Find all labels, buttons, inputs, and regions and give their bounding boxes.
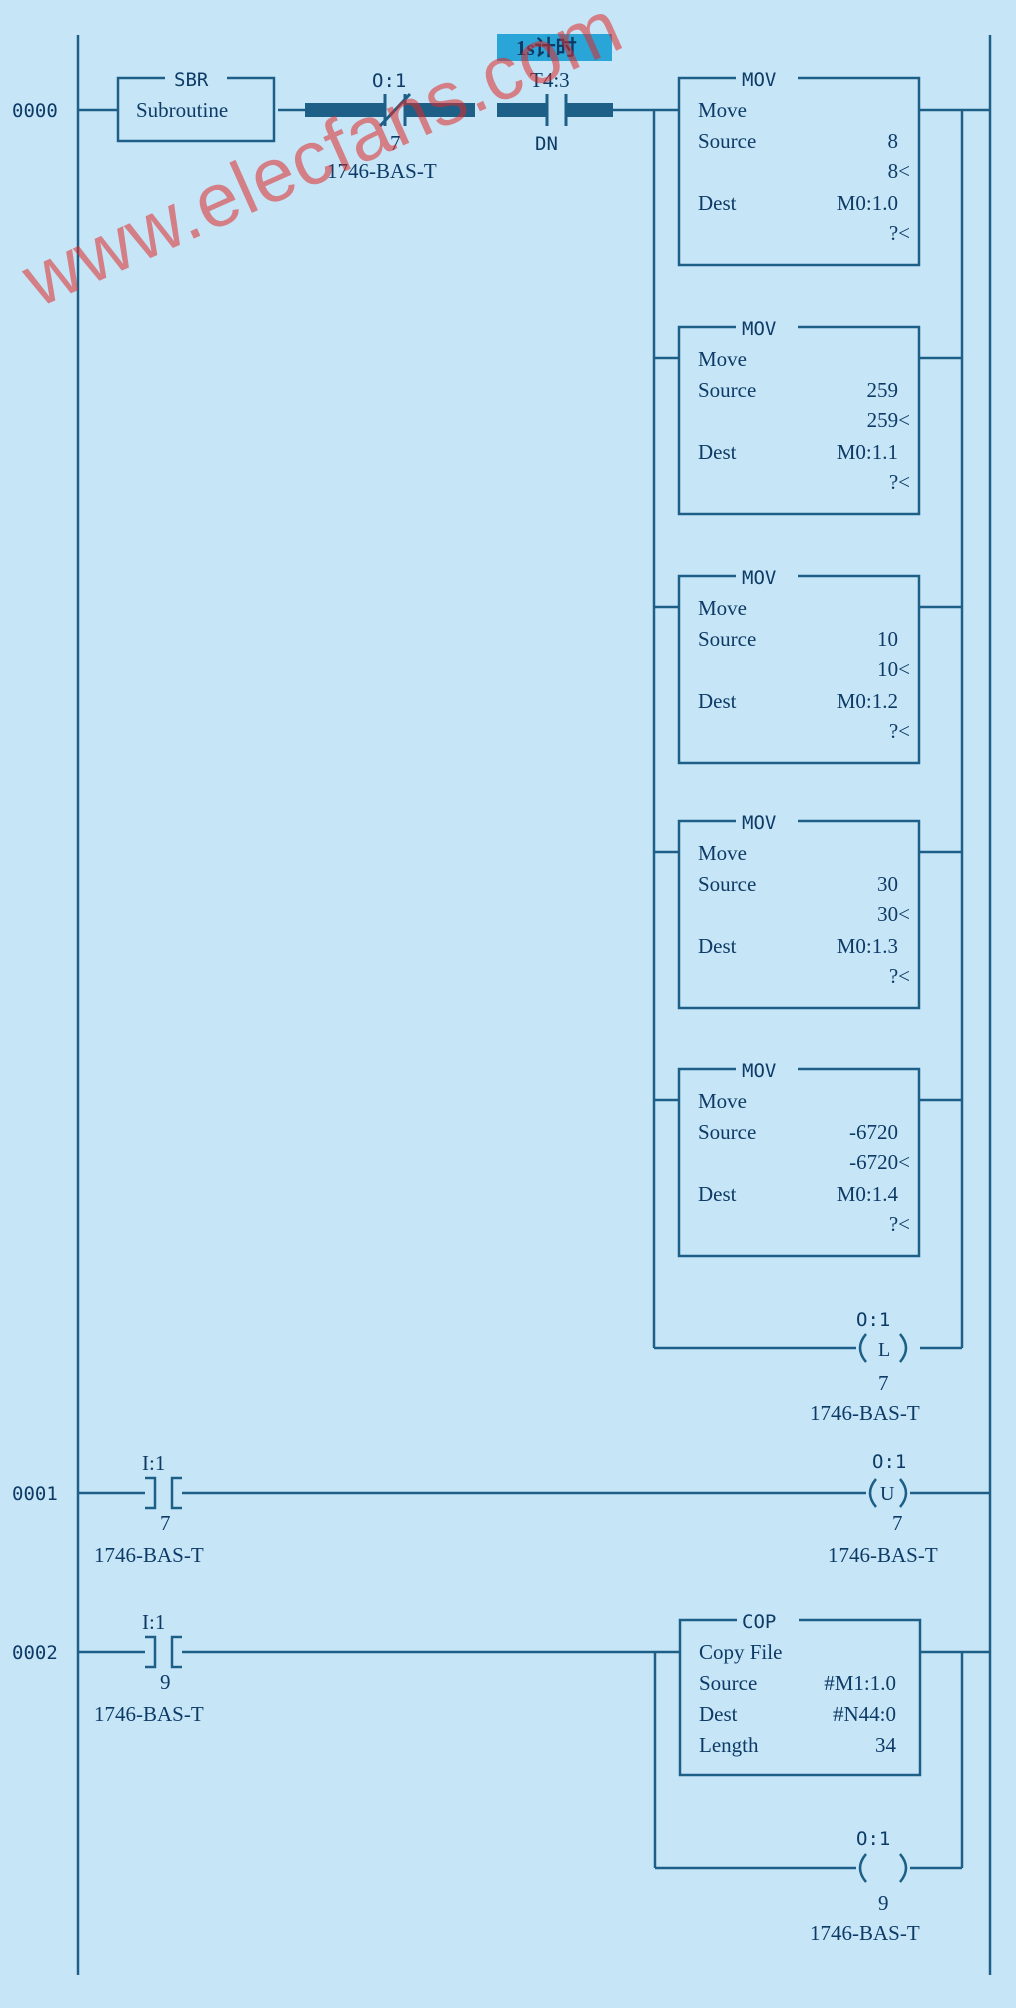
mov2-name: Move bbox=[698, 347, 747, 371]
sbr-box[interactable] bbox=[116, 76, 276, 143]
mov-box-4[interactable] bbox=[677, 819, 921, 1010]
mov1-dest-label: Dest bbox=[698, 191, 737, 215]
mov5-name: Move bbox=[698, 1089, 747, 1113]
rung-number-0002: 0002 bbox=[12, 1642, 58, 1664]
coil-latch-module: 1746-BAS-T bbox=[810, 1401, 920, 1425]
r1-coil-module: 1746-BAS-T bbox=[828, 1543, 938, 1567]
mov3-dest-value: ?< bbox=[889, 719, 910, 743]
r2-coil-address: O:1 bbox=[856, 1828, 890, 1850]
timer-label: 1s计时 bbox=[516, 36, 577, 60]
contact1-module: 1746-BAS-T bbox=[327, 159, 437, 183]
mov3-source: 10 bbox=[877, 627, 898, 651]
mov2-source-label: Source bbox=[698, 378, 756, 402]
mov2-title: MOV bbox=[742, 318, 776, 340]
contact2-address: T4:3 bbox=[530, 68, 570, 92]
cop-box[interactable] bbox=[678, 1618, 922, 1777]
cop-source: #M1:1.0 bbox=[824, 1671, 896, 1695]
mov1-name: Move bbox=[698, 98, 747, 122]
mov5-dest-value: ?< bbox=[889, 1212, 910, 1236]
mov2-source: 259 bbox=[867, 378, 899, 402]
coil-latch-type: L bbox=[878, 1339, 890, 1361]
r1-contact-module: 1746-BAS-T bbox=[94, 1543, 204, 1567]
mov3-title: MOV bbox=[742, 567, 776, 589]
coil-latch-address: O:1 bbox=[856, 1309, 890, 1331]
rung-number-0001: 0001 bbox=[12, 1483, 58, 1505]
mov1-source-value: 8< bbox=[888, 159, 910, 183]
mov-box-3[interactable] bbox=[677, 574, 921, 765]
coil-latch[interactable] bbox=[858, 1333, 908, 1363]
mov-box-5[interactable] bbox=[677, 1067, 921, 1258]
mov3-dest-label: Dest bbox=[698, 689, 737, 713]
cop-dest: #N44:0 bbox=[833, 1702, 896, 1726]
mov1-source-label: Source bbox=[698, 129, 756, 153]
rung-number-0000: 0000 bbox=[12, 100, 58, 122]
coil-latch-bit: 7 bbox=[878, 1371, 889, 1395]
mov4-source-value: 30< bbox=[877, 902, 910, 926]
mov5-title: MOV bbox=[742, 1060, 776, 1082]
contact-o1-7[interactable] bbox=[305, 92, 475, 128]
r2-coil-bit: 9 bbox=[878, 1891, 889, 1915]
contact2-bit: DN bbox=[535, 133, 558, 155]
mov3-name: Move bbox=[698, 596, 747, 620]
mov4-dest: M0:1.3 bbox=[837, 934, 898, 958]
mov5-source-label: Source bbox=[698, 1120, 756, 1144]
cop-length: 34 bbox=[875, 1733, 897, 1757]
contact-i1-9[interactable] bbox=[145, 1635, 182, 1669]
mov4-source-label: Source bbox=[698, 872, 756, 896]
r1-contact-bit: 7 bbox=[160, 1511, 171, 1535]
contact1-bit: 7 bbox=[390, 131, 401, 155]
mov5-source-value: -6720< bbox=[849, 1150, 910, 1174]
mov5-source: -6720 bbox=[849, 1120, 898, 1144]
cop-length-label: Length bbox=[699, 1733, 759, 1757]
mov2-dest: M0:1.1 bbox=[837, 440, 898, 464]
mov1-title: MOV bbox=[742, 69, 776, 91]
mov4-dest-label: Dest bbox=[698, 934, 737, 958]
mov4-title: MOV bbox=[742, 812, 776, 834]
cop-title: COP bbox=[742, 1611, 776, 1633]
cop-name: Copy File bbox=[699, 1640, 782, 1664]
mov3-dest: M0:1.2 bbox=[837, 689, 898, 713]
cop-dest-label: Dest bbox=[699, 1702, 738, 1726]
mov1-dest: M0:1.0 bbox=[837, 191, 898, 215]
mov4-name: Move bbox=[698, 841, 747, 865]
contact-t4-3-dn[interactable] bbox=[497, 94, 613, 126]
r2-contact-module: 1746-BAS-T bbox=[94, 1702, 204, 1726]
mov5-dest: M0:1.4 bbox=[837, 1182, 899, 1206]
mov4-source: 30 bbox=[877, 872, 898, 896]
coil-unlatch[interactable] bbox=[868, 1478, 908, 1508]
r2-coil-module: 1746-BAS-T bbox=[810, 1921, 920, 1945]
mov1-source: 8 bbox=[888, 129, 899, 153]
contact-i1-7[interactable] bbox=[145, 1476, 182, 1510]
mov5-dest-label: Dest bbox=[698, 1182, 737, 1206]
cop-source-label: Source bbox=[699, 1671, 757, 1695]
r1-contact-address: I:1 bbox=[142, 1451, 165, 1475]
mov-box-1[interactable] bbox=[677, 76, 921, 267]
r2-contact-address: I:1 bbox=[142, 1610, 165, 1634]
sbr-text: Subroutine bbox=[136, 98, 228, 122]
contact1-address: O:1 bbox=[372, 70, 406, 92]
r1-coil-address: O:1 bbox=[872, 1451, 906, 1473]
mov3-source-label: Source bbox=[698, 627, 756, 651]
mov1-dest-value: ?< bbox=[889, 221, 910, 245]
timer-label-highlight bbox=[497, 34, 612, 61]
mov3-source-value: 10< bbox=[877, 657, 910, 681]
r2-contact-bit: 9 bbox=[160, 1670, 171, 1694]
r1-coil-type: U bbox=[880, 1483, 895, 1505]
sbr-title: SBR bbox=[174, 69, 209, 91]
r1-coil-bit: 7 bbox=[892, 1511, 903, 1535]
mov4-dest-value: ?< bbox=[889, 964, 910, 988]
mov-box-2[interactable] bbox=[677, 325, 921, 516]
mov2-dest-value: ?< bbox=[889, 470, 910, 494]
coil-output[interactable] bbox=[858, 1853, 908, 1883]
mov2-source-value: 259< bbox=[867, 408, 910, 432]
mov2-dest-label: Dest bbox=[698, 440, 737, 464]
